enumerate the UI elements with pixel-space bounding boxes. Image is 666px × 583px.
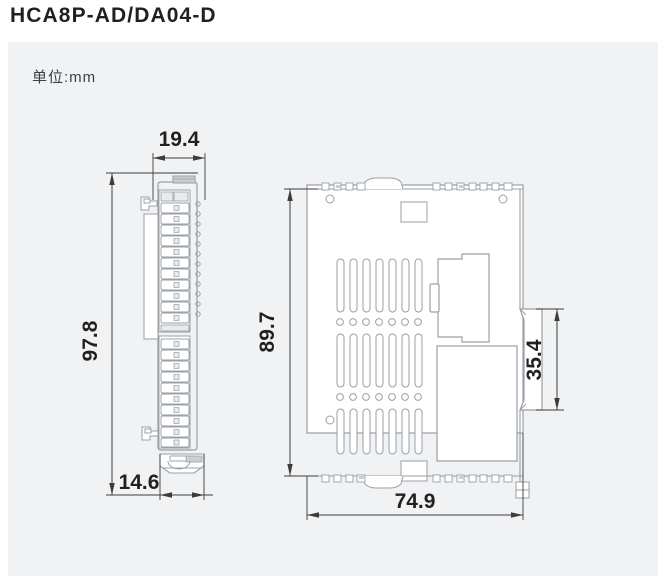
front-view-bottom-label-box	[400, 460, 428, 482]
terminal-block-upper	[158, 189, 191, 333]
side-view-top-cap	[172, 175, 196, 184]
dimension-97-8: 97.8	[79, 172, 213, 496]
front-view-connector-block	[429, 253, 490, 343]
front-view-lower-block	[436, 345, 518, 462]
dimension-89-7: 89.7	[256, 188, 318, 477]
vent-slots-group-1	[336, 258, 423, 313]
unit-label: 单位:mm	[32, 69, 97, 86]
dimension-label-74-9: 74.9	[395, 490, 436, 513]
side-view-latch-lower	[141, 426, 159, 441]
dimension-drawing: 19.4 97.8 14.6	[79, 128, 564, 520]
front-view-top-edge	[307, 177, 523, 191]
side-view-side-strip	[143, 213, 159, 340]
dimension-14-6: 14.6	[111, 454, 205, 500]
indicator-led-column	[195, 201, 201, 317]
dimension-label-97-8: 97.8	[79, 320, 102, 361]
vent-circle-row-2	[336, 393, 422, 401]
dimension-label-89-7: 89.7	[256, 312, 279, 353]
page-title: HCA8P-AD/DA04-D	[10, 4, 217, 27]
side-view-latch-upper	[140, 196, 158, 211]
terminal-block-lower	[158, 335, 191, 449]
side-view-group: 19.4 97.8 14.6	[79, 128, 213, 500]
dimension-74-9: 74.9	[306, 433, 524, 520]
front-view-bottom-edge	[307, 474, 523, 489]
dimension-label-19-4: 19.4	[159, 128, 200, 151]
front-view-group: 89.7 35.4 74.9	[256, 177, 564, 520]
dimension-35-4: 35.4	[523, 308, 564, 411]
drawing-panel: 单位:mm	[8, 42, 658, 576]
dimension-label-14-6: 14.6	[119, 471, 160, 494]
vent-slots-group-2	[336, 333, 423, 388]
vent-slots-group-3	[336, 408, 423, 455]
vent-circle-row-1	[336, 318, 422, 326]
front-view-right-bottom-stack	[515, 481, 530, 499]
front-view-top-label-box	[400, 201, 428, 223]
din-rail-clip	[159, 453, 205, 474]
dimension-label-35-4: 35.4	[523, 339, 546, 380]
dimension-19-4: 19.4	[152, 128, 206, 200]
